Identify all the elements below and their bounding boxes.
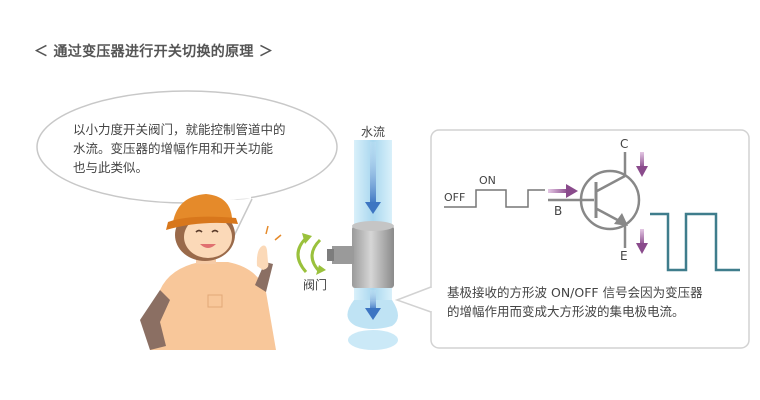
transistor-description: 基极接收的方形波 ON/OFF 信号会因为变压器 的增幅作用而变成大方形波的集电…: [447, 283, 747, 321]
character-illustration: [140, 194, 282, 350]
valve-body: [327, 221, 394, 288]
speech-line-1: 以小力度开关阀门，就能控制管道中的: [73, 122, 286, 137]
speech-line-2: 水流。变压器的增幅作用和开关功能: [73, 141, 274, 156]
input-square-wave: [444, 189, 545, 208]
box-pointer: [394, 286, 434, 313]
emitter-label: E: [620, 249, 628, 263]
valve-rotation-icon: [296, 233, 326, 275]
collector-label: C: [620, 137, 629, 151]
water-flow-label: 水流: [361, 125, 386, 139]
valve-label: 阀门: [303, 278, 328, 292]
speech-line-3: 也与此类似。: [73, 160, 149, 175]
transistor-symbol: [548, 152, 641, 248]
output-square-wave: [650, 212, 740, 272]
description-line-1: 基极接收的方形波 ON/OFF 信号会因为变压器: [447, 285, 703, 300]
base-label: B: [554, 204, 563, 218]
transistor-box: [430, 129, 750, 349]
water-flow-arrow-bottom: [365, 290, 381, 320]
off-label: OFF: [444, 191, 466, 204]
description-line-2: 的增幅作用而变成大方形波的集电极电流。: [447, 304, 685, 319]
emitter-current-arrow: [636, 229, 648, 254]
speech-text: 以小力度开关阀门，就能控制管道中的 水流。变压器的增幅作用和开关功能 也与此类似…: [73, 120, 318, 177]
speech-bubble: [36, 90, 338, 238]
collector-current-arrow: [636, 152, 648, 177]
water-flow-arrow-top: [365, 142, 381, 214]
on-label: ON: [479, 174, 496, 187]
water-pipe: [347, 140, 398, 350]
base-input-arrow: [548, 184, 578, 198]
page-title: ＜ 通过变压器进行开关切换的原理 ＞: [34, 44, 274, 60]
